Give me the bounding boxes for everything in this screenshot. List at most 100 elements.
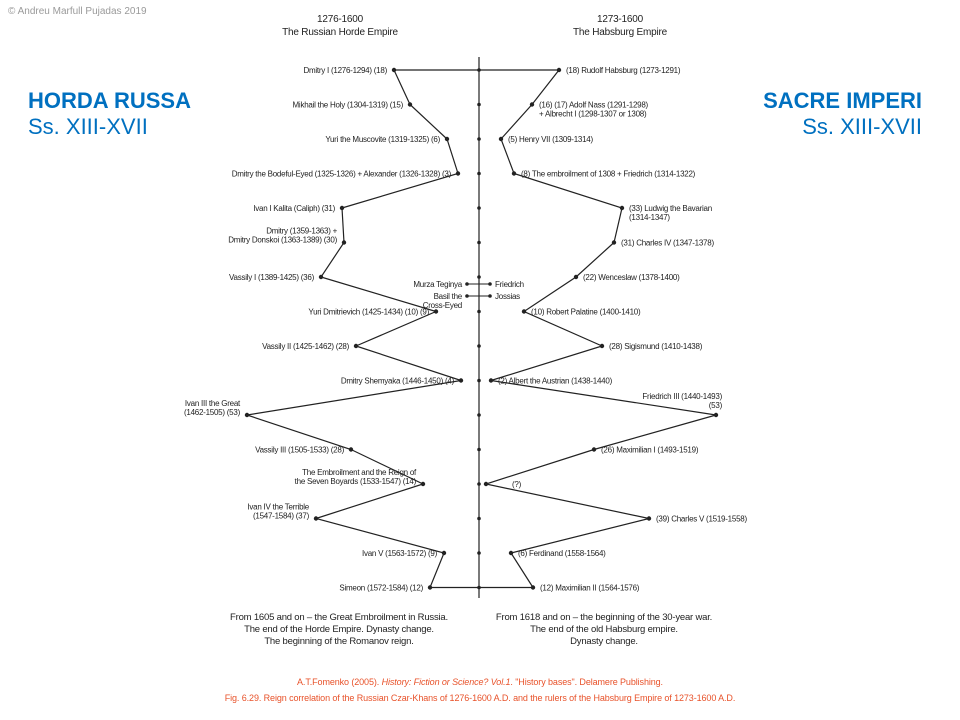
habsburg-ruler-label: (10) Robert Palatine (1400-1410) — [531, 308, 641, 317]
habsburg-ruler-label: + Albrecht I (1298-1307 or 1308) — [539, 110, 647, 119]
russian-ruler-label: Vassily II (1425-1462) (28) — [262, 342, 350, 351]
russian-ruler-label: the Seven Boyards (1533-1547) (14) — [295, 477, 417, 486]
habsburg-ruler-dot — [713, 412, 719, 418]
russian-ruler-dot — [420, 481, 426, 487]
habsburg-ruler-label: (18) Rudolf Habsburg (1273-1291) — [566, 66, 681, 75]
russian-ruler-dot — [339, 205, 345, 211]
right-footer-line: From 1618 and on – the beginning of the … — [496, 612, 712, 623]
middle-pair-left-label: Basil the — [434, 292, 463, 301]
right-footer-line: The end of the old Habsburg empire. — [530, 624, 678, 635]
axis-tick-dot — [477, 551, 481, 555]
habsburg-ruler-dot — [483, 481, 489, 487]
russian-ruler-label: Dmitry I (1276-1294) (18) — [303, 66, 387, 75]
reference-source: A.T.Fomenko (2005). History: Fiction or … — [297, 677, 663, 687]
axis-tick-dot — [477, 309, 481, 314]
middle-pair-right-label: Jossias — [495, 292, 520, 301]
axis-tick-dot — [477, 102, 481, 107]
left-title-period: Ss. XIII-XVII — [28, 114, 148, 139]
habsburg-ruler-dot — [591, 447, 597, 452]
right-title-period: Ss. XIII-XVII — [802, 114, 922, 139]
russian-ruler-label: Ivan I Kalita (Caliph) (31) — [253, 204, 335, 213]
habsburg-ruler-label: (2) Albert the Austrian (1438-1440) — [498, 377, 613, 386]
figure-caption: Fig. 6.29. Reign correlation of the Russ… — [225, 693, 736, 703]
habsburg-ruler-dot — [530, 585, 536, 590]
middle-pair-dot — [465, 282, 469, 286]
russian-ruler-dot — [407, 102, 413, 107]
habsburg-ruler-label: (39) Charles V (1519-1558) — [656, 515, 747, 524]
russian-ruler-dot — [455, 171, 461, 176]
middle-pair-left-label: Cross-Eyed — [423, 301, 462, 310]
middle-pair-dot — [488, 282, 492, 286]
left-header-name: The Russian Horde Empire — [282, 27, 398, 38]
axis-tick-dot — [477, 240, 481, 245]
habsburg-ruler-dot — [521, 309, 527, 314]
axis-tick-dot — [477, 585, 481, 590]
russian-ruler-dot — [313, 516, 319, 521]
axis-tick-dot — [477, 413, 481, 417]
right-header-years: 1273-1600 — [597, 14, 644, 25]
reference-publisher: . "History bases". Delamere Publishing. — [510, 677, 663, 687]
russian-ruler-label: Ivan V (1563-1572) (9) — [362, 549, 438, 558]
russian-ruler-dot — [353, 343, 359, 349]
russian-ruler-label: Ivan IV the Terrible — [247, 503, 309, 512]
russian-ruler-dot — [444, 136, 450, 142]
russian-ruler-dot — [427, 585, 433, 590]
russian-ruler-dot — [348, 447, 354, 452]
habsburg-ruler-dot — [573, 274, 579, 280]
copyright-notice: © Andreu Marfull Pujadas 2019 — [8, 6, 147, 17]
right-footer-line: Dynasty change. — [570, 636, 638, 647]
russian-ruler-label: (1462-1505) (53) — [184, 408, 241, 417]
habsburg-ruler-dot — [556, 67, 562, 73]
axis-tick-dot — [477, 137, 481, 141]
habsburg-ruler-dot — [498, 136, 504, 142]
russian-ruler-label: Ivan III the Great — [185, 399, 241, 408]
habsburg-ruler-label: (28) Sigismund (1410-1438) — [609, 342, 703, 351]
russian-ruler-label: Dmitry the Bodeful-Eyed (1325-1326) + Al… — [232, 170, 452, 179]
russian-ruler-label: The Embroilment and the Reign of — [302, 468, 417, 477]
axis-tick-dot — [477, 447, 481, 452]
habsburg-ruler-label: (?) — [512, 480, 522, 489]
russian-ruler-label: Dmitry Donskoi (1363-1389) (30) — [228, 236, 337, 245]
habsburg-ruler-dot — [611, 240, 617, 245]
left-title-name: HORDA RUSSA — [28, 88, 191, 113]
habsburg-ruler-label: (33) Ludwig the Bavarian — [629, 204, 712, 213]
right-header-name: The Habsburg Empire — [573, 27, 668, 38]
axis-tick-dot — [477, 171, 481, 176]
russian-ruler-label: Mikhail the Holy (1304-1319) (15) — [293, 101, 404, 110]
habsburg-ruler-label: Friedrich III (1440-1493) — [642, 392, 722, 401]
russian-ruler-dot — [244, 412, 250, 418]
habsburg-ruler-label: (26) Maximilian I (1493-1519) — [601, 446, 699, 455]
russian-ruler-label: Vassily III (1505-1533) (28) — [255, 446, 344, 455]
habsburg-ruler-label: (31) Charles IV (1347-1378) — [621, 239, 714, 248]
left-footer-line: The end of the Horde Empire. Dynasty cha… — [244, 624, 434, 635]
habsburg-reign-line — [483, 69, 717, 588]
habsburg-ruler-dot — [619, 205, 625, 211]
habsburg-ruler-dot — [599, 343, 605, 349]
habsburg-ruler-label: (53) — [709, 401, 723, 410]
russian-ruler-dot — [391, 67, 397, 73]
russian-reign-line — [246, 69, 462, 588]
russian-ruler-label: Dmitry (1359-1363) + — [266, 227, 337, 236]
left-footer-line: From 1605 and on – the Great Embroilment… — [230, 612, 448, 623]
axis-tick-dot — [477, 275, 481, 279]
right-title-name: SACRE IMPERI — [763, 88, 922, 113]
middle-pair-right-label: Friedrich — [495, 280, 524, 289]
axis-tick-dot — [477, 516, 481, 521]
russian-ruler-label: (1547-1584) (37) — [253, 512, 310, 521]
middle-pair-dot — [488, 294, 492, 298]
russian-ruler-dot — [318, 274, 324, 280]
russian-ruler-dot — [433, 309, 439, 314]
axis-tick-dot — [477, 344, 481, 348]
habsburg-ruler-dot — [508, 550, 514, 556]
habsburg-ruler-dot — [488, 378, 494, 383]
habsburg-ruler-label: (5) Henry VII (1309-1314) — [508, 135, 593, 144]
middle-pair-dot — [465, 294, 469, 298]
reference-book-title: History: Fiction or Science? Vol.1 — [382, 677, 511, 687]
russian-ruler-label: Simeon (1572-1584) (12) — [339, 584, 423, 593]
left-header-years: 1276-1600 — [317, 14, 364, 25]
right-title: SACRE IMPERI Ss. XIII-XVII — [763, 88, 922, 140]
habsburg-ruler-label: (22) Wenceslaw (1378-1400) — [583, 273, 680, 282]
russian-ruler-label: Yuri Dmitrievich (1425-1434) (10) (9) — [308, 308, 429, 317]
